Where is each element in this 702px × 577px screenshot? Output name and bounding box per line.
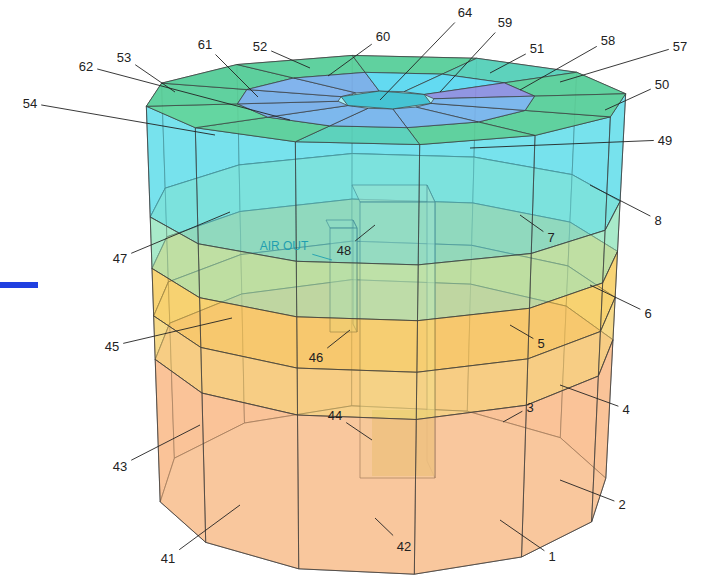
leader-line (328, 44, 372, 76)
leader-line (520, 215, 543, 232)
outer-wall (155, 359, 205, 542)
roof-segment (525, 94, 626, 117)
leader-line (590, 285, 640, 309)
leader-line (560, 49, 669, 82)
roof-segment (393, 107, 479, 128)
callout-number: 8 (653, 213, 662, 228)
outer-wall (522, 376, 599, 557)
callout-number: 64 (457, 5, 473, 20)
callout-number: 47 (112, 251, 128, 266)
callout-number: 5 (536, 336, 545, 351)
leader-line (470, 140, 654, 148)
callout-number: 43 (112, 459, 128, 474)
roof-segment (431, 96, 535, 110)
callout-number: 3 (525, 400, 534, 415)
callout-number: 42 (396, 539, 412, 554)
leader-line (179, 505, 240, 550)
callout-number: 51 (529, 41, 545, 56)
callout-number: 53 (116, 50, 132, 65)
leader-line (312, 254, 332, 260)
leader-line (503, 411, 522, 422)
callout-number: 49 (657, 133, 673, 148)
leader-line (41, 105, 215, 135)
leader-line (560, 480, 614, 501)
callout-number: 41 (160, 551, 176, 566)
outer-wall (202, 393, 299, 569)
callout-number: 45 (104, 339, 120, 354)
callout-number: 50 (654, 77, 670, 92)
callout-number: 62 (78, 59, 94, 74)
roof-segment (294, 72, 380, 93)
callout-number: 44 (327, 408, 343, 423)
outer-wall (297, 368, 417, 419)
leader-line (375, 518, 393, 536)
leader-line (216, 55, 259, 98)
leader-line (97, 69, 290, 120)
outer-wall (295, 142, 419, 265)
callout-number: 4 (621, 402, 630, 417)
callout-number: 6 (643, 306, 652, 321)
callout-number: 57 (672, 39, 688, 54)
callout-number: 60 (375, 29, 391, 44)
callout-number: 48 (336, 243, 352, 258)
leader-line (327, 330, 350, 348)
marker-bar (0, 282, 38, 288)
outer-wall (296, 261, 418, 320)
outer-wall (592, 340, 613, 522)
leader-line (560, 385, 618, 406)
flow-label: AIR OUT (259, 239, 310, 253)
callout-number: 2 (617, 497, 626, 512)
callout-number: 1 (547, 549, 556, 564)
leader-line (271, 51, 310, 68)
callout-number: 58 (600, 33, 616, 48)
leader-line (131, 425, 200, 460)
leader-line (510, 325, 533, 339)
leader-line (605, 89, 651, 110)
callout-number: 52 (252, 39, 268, 54)
leader-line (490, 54, 526, 73)
outer-wall (414, 405, 526, 574)
callout-number: 7 (546, 230, 555, 245)
outer-wall (297, 317, 418, 372)
callout-number: 46 (308, 350, 324, 365)
outer-wall (298, 415, 417, 574)
leader-line (500, 520, 544, 551)
leader-line (346, 423, 372, 440)
leader-line (590, 185, 650, 216)
leader-line (123, 318, 232, 343)
callout-number: 61 (197, 37, 213, 52)
callout-number: 59 (497, 15, 513, 30)
leader-line (355, 225, 375, 241)
leader-line (131, 212, 230, 253)
leader-line (440, 33, 495, 93)
callout-number: 54 (22, 96, 38, 111)
outer-wall (418, 135, 535, 264)
